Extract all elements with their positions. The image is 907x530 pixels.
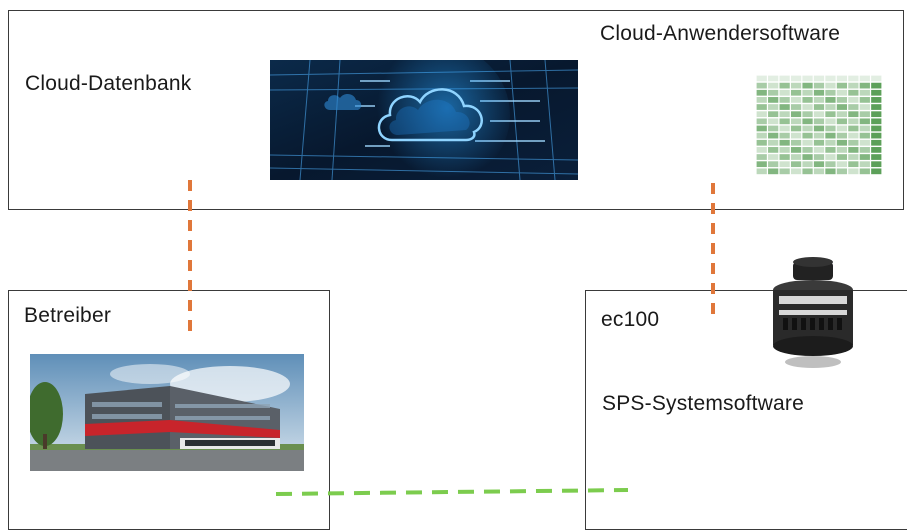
cloud-software-table-image — [756, 75, 882, 175]
cloud-server-image — [270, 60, 578, 180]
sps-software-label: SPS-Systemsoftware — [602, 392, 804, 415]
operator-label: Betreiber — [24, 304, 112, 327]
ec100-box — [585, 290, 907, 530]
cloud-application-label: Cloud-Anwendersoftware — [600, 22, 841, 45]
building-photo — [30, 354, 304, 471]
cloud-database-label: Cloud-Datenbank — [25, 72, 192, 95]
ec100-label: ec100 — [601, 308, 660, 331]
ec100-device-image — [773, 257, 853, 368]
